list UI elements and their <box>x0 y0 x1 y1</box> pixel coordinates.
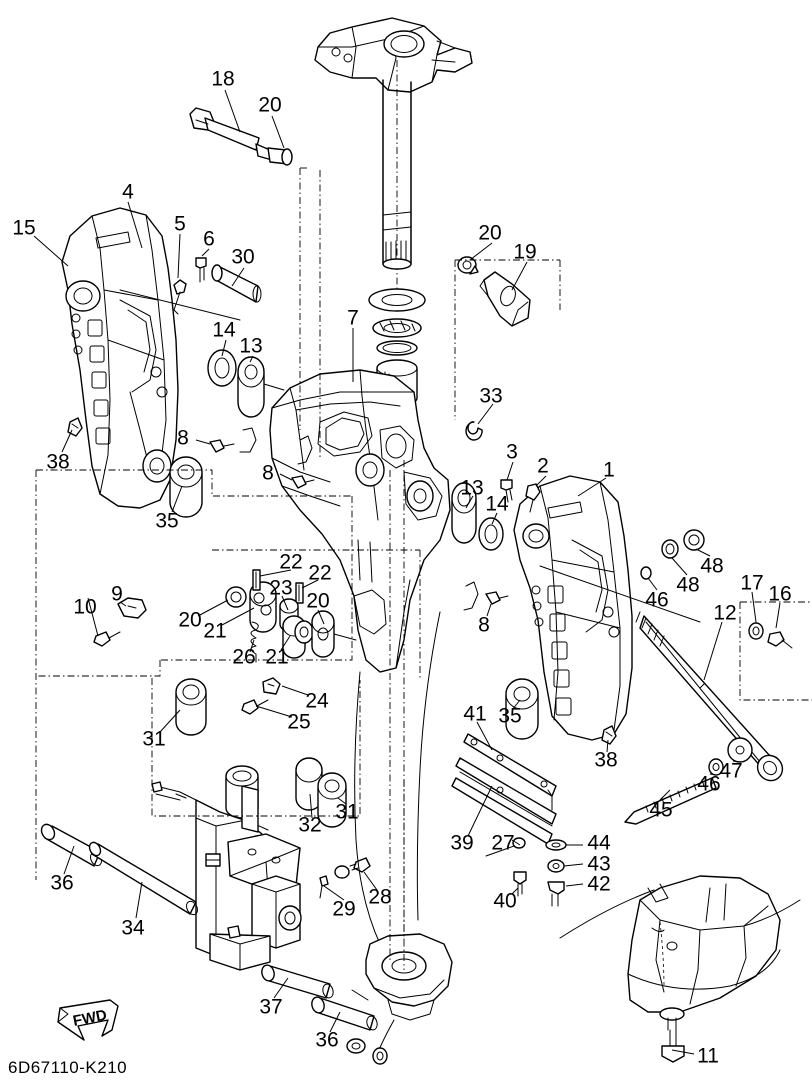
callout-pin-36-upper: 36 <box>50 871 74 895</box>
callout-bushing-31-right: 31 <box>335 800 359 824</box>
callout-washer-46-lower: 46 <box>697 772 721 796</box>
callout-washer-46-right: 46 <box>645 588 669 612</box>
thread-12 <box>635 611 665 647</box>
callout-collar-20-left: 20 <box>178 608 202 632</box>
callout-bushing-collar-right: 20 <box>478 221 502 245</box>
callout-bolt-long-45: 45 <box>649 798 673 822</box>
steering-shaft <box>382 60 412 300</box>
leader-lines <box>33 89 781 1055</box>
tilt-rod-upper <box>189 107 293 166</box>
circlip-33 <box>465 421 483 441</box>
callout-bolt-42: 42 <box>587 872 611 896</box>
ground-wire-27 <box>485 837 527 897</box>
callout-pin-22-b: 22 <box>308 561 332 585</box>
callout-grease-nipple-left: 5 <box>174 212 186 236</box>
callout-bushing-31-left: 31 <box>142 727 166 751</box>
callout-clip-right: 38 <box>594 748 618 772</box>
nuts-46-48 <box>640 529 705 580</box>
callout-washer-left: 14 <box>212 318 236 342</box>
callout-bolt-25: 25 <box>287 710 311 734</box>
callout-bushing-collar-upper: 20 <box>258 93 282 117</box>
callout-bushing-left-lower: 35 <box>155 509 179 533</box>
bushings-31-32 <box>175 678 347 828</box>
callout-tilt-ram-shaft: 34 <box>121 916 145 940</box>
callout-bolt-16: 16 <box>768 582 792 606</box>
clamp-bracket-left <box>61 207 241 518</box>
callout-washer-44: 44 <box>587 831 611 855</box>
callout-bushing-nut-left: 15 <box>12 216 36 240</box>
callout-screw-29: 29 <box>332 897 356 921</box>
callout-washer-right: 14 <box>485 492 509 516</box>
callout-grease-fitting-lower-left: 8 <box>262 461 274 485</box>
callout-tilt-tube: 12 <box>713 601 737 625</box>
callout-collar-20-right: 20 <box>306 589 330 613</box>
callout-bushing-21-right: 21 <box>265 645 289 669</box>
clamp-bracket-right <box>505 475 701 741</box>
callout-circlip: 33 <box>479 384 503 408</box>
callout-ground-wire: 27 <box>491 831 515 855</box>
callout-bolt-small: 6 <box>203 227 215 251</box>
callout-clip-24: 24 <box>305 689 329 713</box>
callout-anode-bar-lower: 39 <box>450 831 474 855</box>
callout-bolt-40: 40 <box>493 889 517 913</box>
clip-38-right <box>601 725 617 745</box>
callout-bushing-left: 13 <box>239 334 263 358</box>
callout-nut-48-a: 48 <box>676 573 700 597</box>
callout-bushing-right-lower: 35 <box>498 704 522 728</box>
detail-frames <box>35 167 812 960</box>
callout-bolt-right: 3 <box>506 440 518 464</box>
callout-pin-22-a: 22 <box>279 550 303 574</box>
callout-nut-48-b: 48 <box>700 554 724 578</box>
fwd-arrow: FWD <box>57 999 119 1041</box>
bushings-right-13-14 <box>451 482 504 551</box>
callout-washer-47: 47 <box>719 759 743 783</box>
left-small-parts <box>173 257 262 315</box>
grease-fittings-left <box>209 427 315 489</box>
swivel-bracket <box>269 369 451 673</box>
fwd-arrow-label: FWD <box>72 1007 109 1030</box>
callout-washer-17: 17 <box>740 571 764 595</box>
callout-pin-37: 37 <box>259 995 283 1019</box>
bolt-45-washers <box>624 737 753 825</box>
callout-clamp-bracket-left: 4 <box>122 180 134 204</box>
callout-bolt-10: 10 <box>73 595 97 619</box>
steering-yoke <box>314 17 473 93</box>
callout-bushing-32: 32 <box>298 813 322 837</box>
callout-grease-fitting-right: 8 <box>478 613 490 637</box>
callout-pin-36-lower: 36 <box>315 1028 339 1052</box>
callout-clamp-bracket-right: 1 <box>603 458 615 482</box>
lower-cowling <box>559 875 801 1063</box>
callout-swivel-bracket: 7 <box>347 306 359 330</box>
grease-fitting-8-right <box>463 581 509 611</box>
bushings-left-13-14 <box>207 349 285 418</box>
parts-17-16 <box>748 622 793 649</box>
callout-bushing-right: 13 <box>460 476 484 500</box>
callout-grease-fitting-upper-left: 8 <box>177 426 189 450</box>
small-parts-group-center <box>93 569 357 715</box>
callout-spring-26: 26 <box>232 645 256 669</box>
callout-clamp-9: 9 <box>111 582 123 606</box>
diagram-code-label: 6D67110-K210 <box>8 1058 128 1077</box>
anode-bars <box>451 733 557 845</box>
right-small-parts <box>500 479 541 513</box>
callout-grease-nipple-right: 2 <box>537 454 549 478</box>
callout-tilt-rod-upper: 18 <box>211 67 235 91</box>
callout-tilt-lever-handle: 19 <box>513 240 537 264</box>
callout-clip-left: 38 <box>46 450 70 474</box>
pins-34-36-37 <box>40 823 378 1031</box>
power-tilt-unit <box>151 765 302 971</box>
callout-spacer-23: 23 <box>269 576 293 600</box>
callout-bushing-21-left: 21 <box>203 619 227 643</box>
tilt-lever-handle <box>457 256 531 327</box>
stack-44-43-42 <box>545 839 567 907</box>
callout-lower-cowling-bolt: 11 <box>697 1044 719 1068</box>
callout-anode-bar-upper: 41 <box>463 702 487 726</box>
callout-lock-washer-43: 43 <box>587 852 611 876</box>
callout-tilt-pin-shaft: 30 <box>231 245 255 269</box>
callout-bolt-28: 28 <box>368 885 392 909</box>
